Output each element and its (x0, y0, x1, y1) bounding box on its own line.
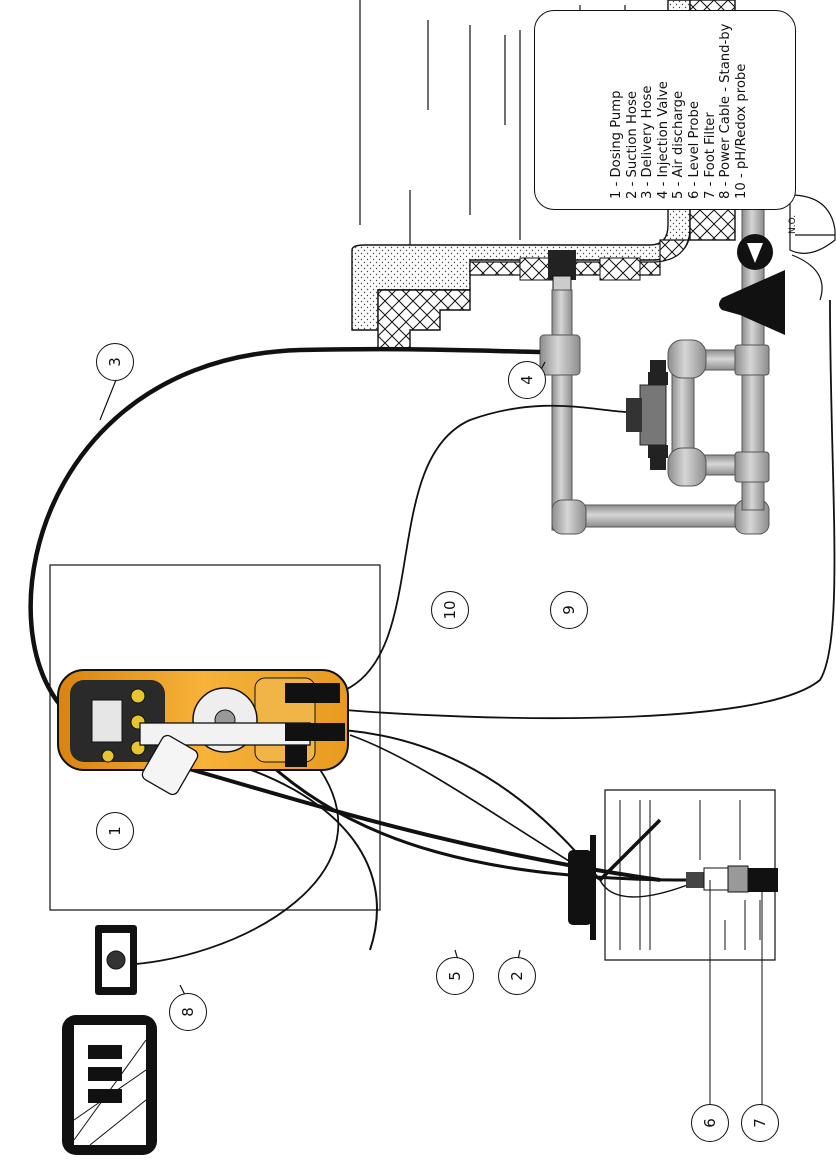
legend-box: 1 - Dosing Pump 2 - Suction Hose 3 - Del… (534, 10, 796, 210)
legend-item: 4 - Injection Valve (655, 81, 671, 199)
callout-5: 5 (436, 957, 474, 995)
callout-3: 3 (96, 343, 134, 381)
callout-2: 2 (498, 957, 536, 995)
legend-item: 10 - pH/Redox probe (733, 63, 749, 199)
callout-7: 7 (741, 1104, 779, 1142)
callout-9: 9 (550, 591, 588, 629)
legend-item: 1 - Dosing Pump (609, 90, 624, 199)
legend-item: 5 - Air discharge (671, 90, 687, 199)
legend-list: 1 - Dosing Pump 2 - Suction Hose 3 - Del… (535, 11, 749, 211)
legend-item: 3 - Delivery Hose (640, 85, 656, 199)
legend-item: 2 - Suction Hose (624, 91, 640, 199)
valve-normally-open-label: N.O. (788, 214, 798, 234)
legend-item: 8 - Power Cable - Stand-by (718, 23, 734, 199)
circulation-pump (719, 194, 836, 335)
callout-8: 8 (169, 993, 207, 1031)
dosing-pump (57, 669, 349, 796)
legend-item: 7 - Foot Filter (702, 112, 718, 199)
power-strip (62, 1015, 157, 1155)
chemical-tank (568, 789, 778, 1108)
callout-1: 1 (96, 812, 134, 850)
callout-4: 4 (508, 361, 546, 399)
wall-socket (95, 925, 137, 995)
callout-10: 10 (431, 591, 469, 629)
legend-item: 6 - Level Probe (686, 101, 702, 199)
callout-6: 6 (691, 1104, 729, 1142)
wall-mount-panel (49, 564, 381, 911)
hoses-and-cables (28, 299, 836, 966)
